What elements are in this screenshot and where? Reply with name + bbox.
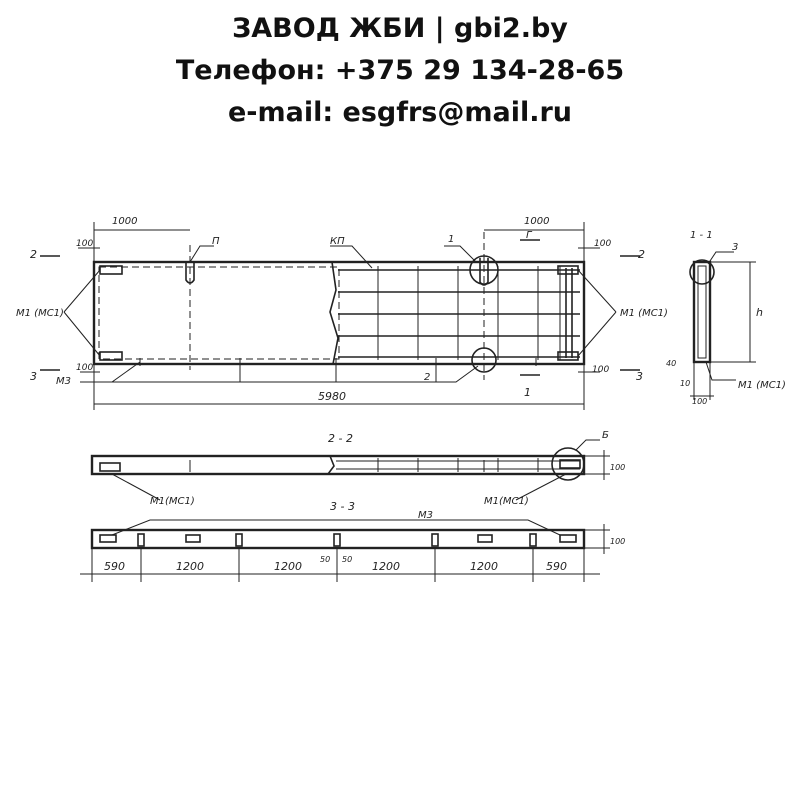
dim-plan-left: 1000 xyxy=(112,216,137,227)
section-3-3-dim-50b: 50 xyxy=(342,555,352,564)
section-3-3-plate-right xyxy=(559,534,577,543)
section-mark-2-right: 2 xyxy=(638,248,645,261)
section-2-2-plate-right xyxy=(559,459,581,469)
leader-m1-left xyxy=(63,269,101,357)
plan-inner-dashed xyxy=(98,266,340,360)
label-m1-left: М1 (МС1) xyxy=(16,308,64,319)
dim-total-length: 5980 xyxy=(318,390,346,403)
section-1-1-note-3: 3 xyxy=(732,242,738,253)
note-2: 2 xyxy=(424,372,430,383)
section-2-2-break xyxy=(327,455,335,475)
section-1-1: 1 - 1 3 h 40 10 100 М1 (МС1) xyxy=(666,230,786,406)
leader-m1-right xyxy=(577,269,617,357)
section-1-1-h: h xyxy=(756,306,763,319)
section-3-3-loop-right xyxy=(477,534,493,543)
lifting-loop-left xyxy=(185,262,195,284)
section-2-2-note-6: Б xyxy=(602,430,609,441)
note-small: Г xyxy=(526,230,533,241)
section-3-3-m3: М3 xyxy=(418,510,433,521)
header-email: e-mail: esgfrs@mail.ru xyxy=(227,97,573,128)
section-3-3-title: 3 - 3 xyxy=(330,500,355,513)
dim-plan-right: 1000 xyxy=(524,216,549,227)
header-title: ЗАВОД ЖБИ | gbi2.by xyxy=(232,13,568,44)
span-dim-1: 590 xyxy=(104,560,125,573)
section-1-1-outline xyxy=(692,260,712,364)
section-1-1-dim-40: 40 xyxy=(666,359,676,368)
dim-100-tl: 100 xyxy=(76,239,93,249)
leader-2-2-m1-left xyxy=(111,473,161,501)
section-3-3-outline xyxy=(90,528,586,550)
span-dim-6: 590 xyxy=(546,560,567,573)
plan-view: 1000 1000 100 100 100 100 5980 П КП 1 2 … xyxy=(16,216,668,410)
leader-2-2-m1-right xyxy=(515,473,567,501)
span-dim-2: 1200 xyxy=(176,560,204,573)
span-dim-3: 1200 xyxy=(274,560,302,573)
header-phone: Телефон: +375 29 134-28-65 xyxy=(175,55,625,86)
section-1-1-m1: М1 (МС1) xyxy=(738,380,786,391)
section-mark-2-left: 2 xyxy=(30,248,37,261)
plan-mesh xyxy=(338,266,580,360)
section-mark-3-left: 3 xyxy=(30,370,37,383)
section-2-2-dim-100: 100 xyxy=(610,463,625,472)
section-3-3-dim-100: 100 xyxy=(610,537,625,546)
note-p: П xyxy=(212,236,220,247)
section-3-3: 3 - 3 М3 100 50 50 590 1200 1200 1200 12… xyxy=(80,500,625,582)
section-3-3-plate-left xyxy=(99,534,117,543)
label-m3: М3 xyxy=(56,376,71,387)
section-2-2-m1-left: М1(МС1) xyxy=(150,496,195,507)
leader-3-3 xyxy=(111,519,561,536)
dim-100-tr: 100 xyxy=(594,239,611,249)
note-kp: КП xyxy=(330,236,345,247)
note-1: 1 xyxy=(448,234,454,245)
section-3-3-loop-left xyxy=(185,534,201,543)
section-2-2-plate-left xyxy=(99,462,121,472)
section-2-2-outline xyxy=(90,454,586,476)
label-m1-right: М1 (МС1) xyxy=(620,308,668,319)
detail-circle-6 xyxy=(551,447,585,481)
section-mark-1-bottom: 1 xyxy=(524,386,531,399)
span-dim-5: 1200 xyxy=(470,560,498,573)
plan-break-line xyxy=(329,261,339,365)
section-mark-3-right: 3 xyxy=(636,370,643,383)
section-1-1-title: 1 - 1 xyxy=(690,230,713,241)
section-1-1-dim-100: 100 xyxy=(692,397,707,406)
section-3-3-dim-50a: 50 xyxy=(320,555,330,564)
section-2-2-title: 2 - 2 xyxy=(328,432,353,445)
plate-m1-bottom-right xyxy=(557,351,579,361)
section-2-2: 2 - 2 Б 100 М1(МС1) М1(МС1) xyxy=(90,430,625,507)
dim-100-br: 100 xyxy=(592,365,609,375)
header-block: ЗАВОД ЖБИ | gbi2.by Телефон: +375 29 134… xyxy=(0,8,800,134)
detail-circle-3 xyxy=(689,259,715,285)
section-2-2-m1-right: М1(МС1) xyxy=(484,496,529,507)
dim-100-bl: 100 xyxy=(76,363,93,373)
lifting-loop-right xyxy=(479,258,489,286)
plan-outline xyxy=(92,260,586,366)
section-1-1-dim-10: 10 xyxy=(680,379,690,388)
span-dim-4: 1200 xyxy=(372,560,400,573)
